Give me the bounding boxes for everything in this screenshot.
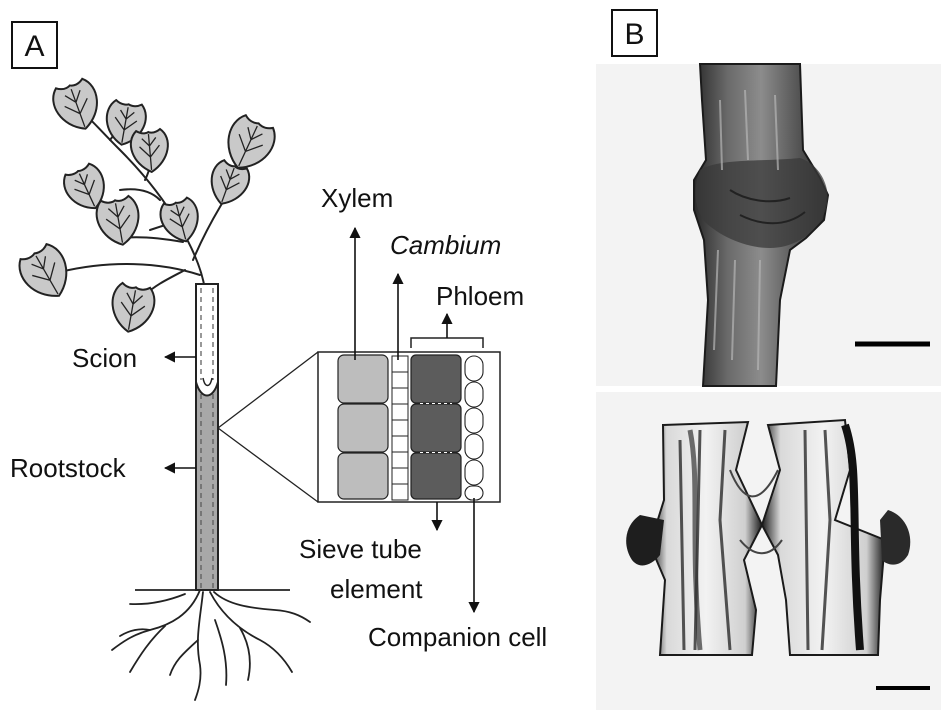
tissue-detail [318, 352, 500, 502]
graft-union-photo-top [596, 64, 941, 386]
scion-label: Scion [72, 343, 137, 373]
xylem-cells [338, 355, 388, 499]
phloem-bracket [411, 338, 483, 348]
graft-union-photo-bottom [596, 392, 941, 710]
sieve-tube-cells [411, 355, 461, 499]
rootstock-stem [196, 372, 218, 590]
cambium-label: Cambium [390, 230, 501, 260]
sieve-tube-label-line1: Sieve tube [299, 534, 422, 564]
sieve-tube-label-line2: element [330, 574, 423, 604]
roots [112, 590, 310, 700]
panel-a-label: A [24, 30, 44, 63]
companion-cell-label: Companion cell [368, 622, 547, 652]
cambium-cells [392, 356, 408, 500]
xylem-label: Xylem [321, 183, 393, 213]
scion-stem [196, 284, 218, 396]
plant-leaves [14, 76, 280, 335]
zoom-line-bottom [218, 428, 318, 502]
phloem-label: Phloem [436, 281, 524, 311]
panel-b-label: B [624, 18, 644, 51]
grafted-stem [196, 284, 218, 590]
companion-cells [465, 356, 483, 500]
panel-a: A [10, 22, 547, 700]
rootstock-label: Rootstock [10, 453, 127, 483]
zoom-line-top [218, 352, 318, 428]
panel-b: B [596, 10, 941, 710]
